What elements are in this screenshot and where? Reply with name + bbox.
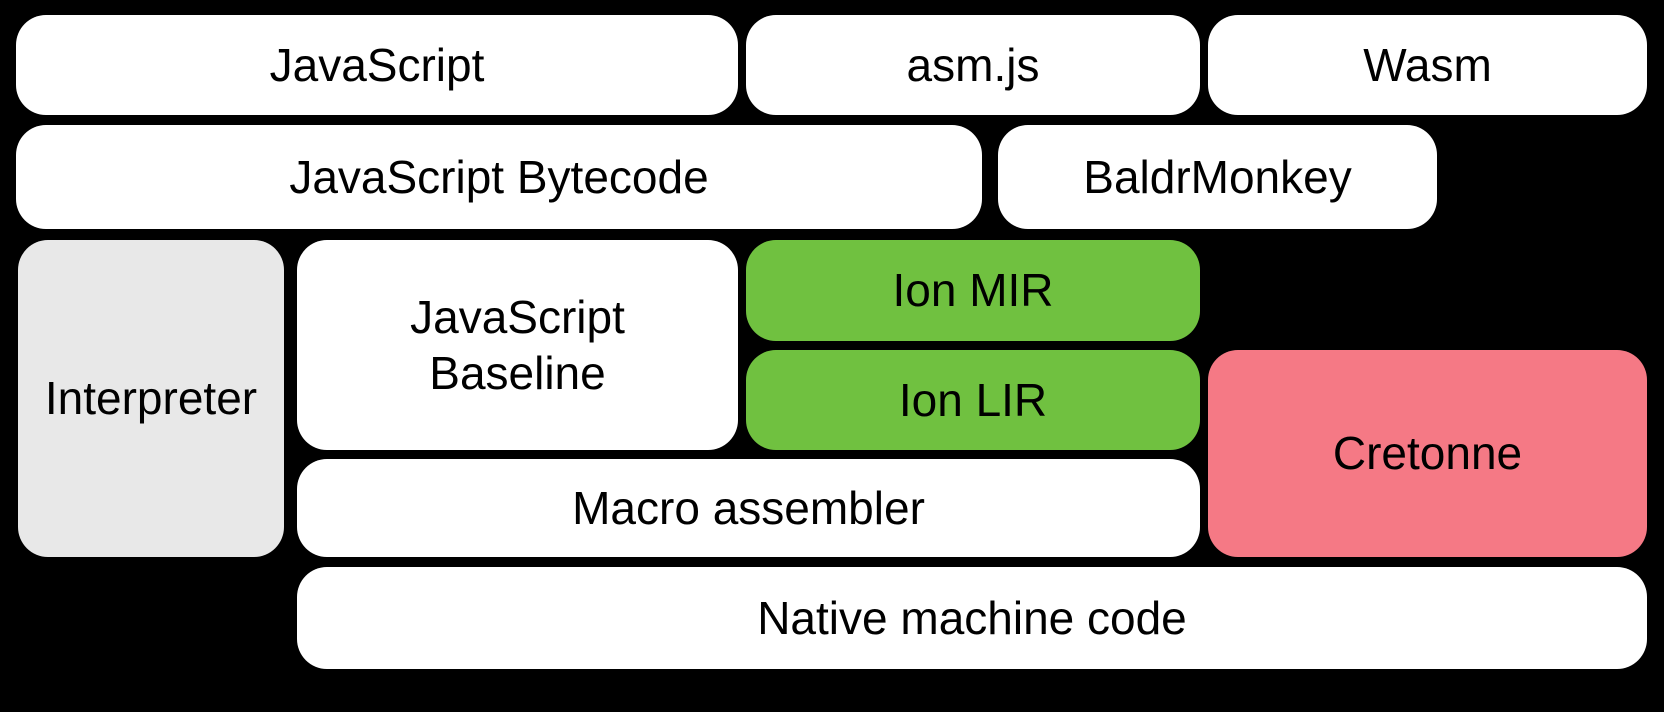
node-macro-assembler-label: Macro assembler — [572, 481, 925, 534]
node-javascript-label: JavaScript — [269, 38, 485, 91]
node-wasm-label: Wasm — [1363, 38, 1492, 91]
node-interpreter: Interpreter — [18, 240, 284, 557]
node-ion-lir-label: Ion LIR — [898, 373, 1048, 426]
node-cretonne-label: Cretonne — [1332, 427, 1523, 480]
node-ion-mir-label: Ion MIR — [892, 264, 1054, 317]
node-asmjs: asm.js — [746, 15, 1200, 115]
node-baldrmonkey-label: BaldrMonkey — [1083, 150, 1352, 203]
node-cretonne: Cretonne — [1208, 350, 1647, 557]
node-interpreter-label: Interpreter — [44, 372, 258, 425]
node-javascript-baseline: JavaScript Baseline — [297, 240, 738, 450]
node-native-machine-code-label: Native machine code — [757, 591, 1187, 644]
node-asmjs-label: asm.js — [906, 38, 1040, 91]
node-ion-lir: Ion LIR — [746, 350, 1200, 450]
node-wasm: Wasm — [1208, 15, 1647, 115]
node-javascript-bytecode: JavaScript Bytecode — [16, 125, 982, 229]
node-native-machine-code: Native machine code — [297, 567, 1647, 669]
node-ion-mir: Ion MIR — [746, 240, 1200, 341]
node-baldrmonkey: BaldrMonkey — [998, 125, 1437, 229]
node-macro-assembler: Macro assembler — [297, 459, 1200, 557]
node-javascript-bytecode-label: JavaScript Bytecode — [289, 150, 709, 203]
node-javascript: JavaScript — [16, 15, 738, 115]
node-javascript-baseline-label: JavaScript Baseline — [410, 290, 625, 399]
